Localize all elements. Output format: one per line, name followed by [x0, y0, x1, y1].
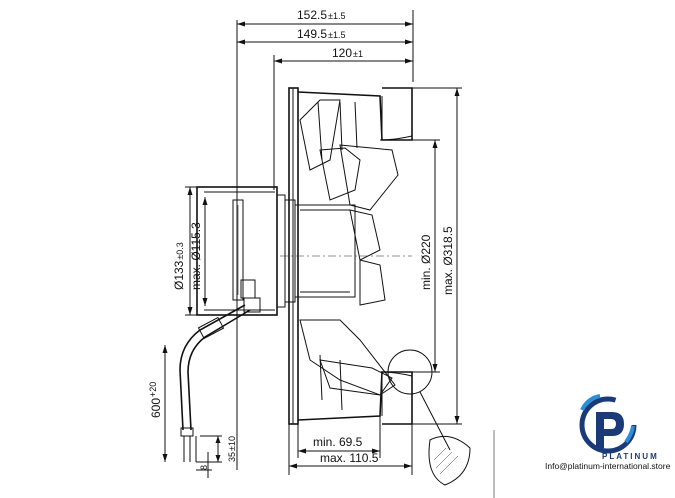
dim-flange-length: 149.5±1.5 — [237, 27, 413, 45]
motor-max-dia-label: max. Ø115.3 — [189, 222, 203, 290]
platinum-logo-icon — [579, 394, 637, 454]
dim-max-depth: max. 110.5 — [288, 424, 413, 475]
min-inner-dia-label: min. Ø220 — [419, 234, 433, 290]
dim-cable-length: 600+20 — [148, 345, 168, 462]
dim-ferrule-length: 8 — [196, 452, 212, 478]
strip-length-label: 35±10 — [227, 436, 237, 462]
dim-overall-length: 152.5±1.5 — [236, 8, 414, 470]
motor-dia-label: Ø133±0.3 — [172, 242, 186, 290]
housing-length-label: 120±1 — [332, 46, 363, 60]
flange-length-label: 149.5±1.5 — [297, 27, 345, 41]
detail-circle — [387, 349, 471, 486]
dim-strip-length: 35±10 — [200, 435, 237, 463]
brand-name: PLATINUM — [602, 452, 659, 461]
brand-email[interactable]: Info@platinum-international.store — [545, 461, 671, 471]
dim-max-outer-dia: max. Ø318.5 — [412, 87, 462, 425]
dim-min-depth: min. 69.5 — [297, 416, 381, 458]
cable-length-label: 600+20 — [148, 382, 163, 418]
min-depth-label: min. 69.5 — [313, 435, 363, 449]
overall-length-label: 152.5±1.5 — [297, 8, 345, 22]
max-depth-label: max. 110.5 — [320, 451, 379, 465]
max-outer-dia-label: max. Ø318.5 — [441, 226, 455, 295]
motor-body — [196, 186, 356, 316]
dim-motor-max-dia: max. Ø115.3 — [189, 197, 208, 306]
ferrule-length-label: 8 — [199, 465, 209, 470]
impeller-blades — [299, 99, 399, 411]
dim-min-inner-dia: min. Ø220 — [412, 139, 440, 373]
dim-motor-dia: Ø133±0.3 — [172, 186, 197, 316]
dim-housing-length: 120±1 — [273, 46, 413, 190]
cable — [179, 304, 251, 462]
